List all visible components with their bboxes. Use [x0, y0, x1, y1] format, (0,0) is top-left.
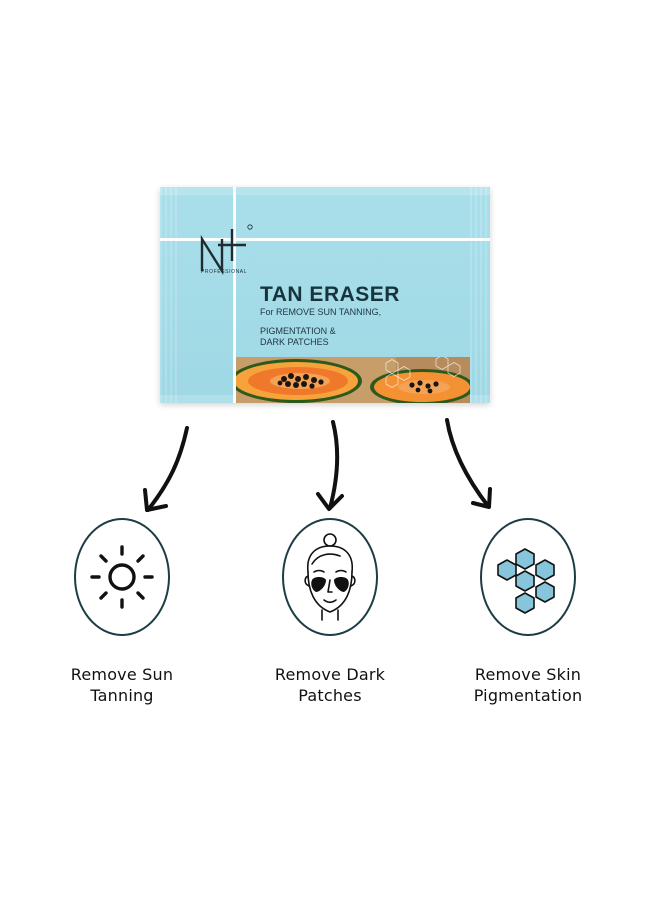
feature-sun-tanning: Remove Sun Tanning	[36, 518, 216, 718]
arrow-left	[146, 426, 189, 512]
arrow-left-head	[143, 488, 168, 512]
arrow-right-head	[471, 487, 492, 509]
arrow-right	[445, 418, 490, 508]
feature-label: Remove Dark Patches	[244, 664, 416, 706]
sachet-seal-top	[160, 187, 490, 195]
feature-skin-pigmentation: Remove Skin Pigmentation	[442, 518, 622, 718]
arrow-middle-head	[316, 492, 344, 511]
feature-label: Remove Sun Tanning	[36, 664, 208, 706]
feature-circle	[480, 518, 576, 636]
feature-dark-patches: Remove Dark Patches	[244, 518, 424, 718]
sachet-seal-right	[470, 187, 490, 403]
feature-circle	[282, 518, 378, 636]
product-subtitle-line-2: PIGMENTATION &	[260, 326, 336, 336]
sun-icon	[90, 545, 154, 609]
sachet-seal-left	[160, 187, 180, 403]
feature-label-line-1: Remove Sun	[70, 665, 174, 684]
papaya-image	[236, 357, 470, 403]
product-subtitle-2: PIGMENTATION & DARK PATCHES	[260, 326, 336, 348]
feature-label-line-2: Patches	[298, 686, 362, 705]
hexagon-cells-icon	[497, 548, 555, 614]
feature-label-line-1: Remove Skin	[474, 665, 582, 684]
product-subtitle-1: For REMOVE SUN TANNING,	[260, 307, 382, 317]
face-eye-patch-icon	[304, 533, 356, 621]
pointer-arrows	[143, 418, 492, 512]
product-title: TAN ERASER	[260, 283, 400, 306]
feature-label: Remove Skin Pigmentation	[442, 664, 614, 706]
brand-subtitle: PROFESSIONAL	[201, 269, 248, 275]
feature-label-line-2: Tanning	[90, 686, 154, 705]
feature-label-line-2: Pigmentation	[473, 686, 583, 705]
product-sachet: PROFESSIONAL TAN ERASER For REMOVE SUN T…	[160, 187, 490, 403]
brand-logo	[200, 224, 253, 276]
product-subtitle-line-3: DARK PATCHES	[260, 337, 329, 347]
sachet-line-horizontal	[160, 238, 490, 241]
feature-circle	[74, 518, 170, 636]
feature-label-line-1: Remove Dark	[274, 665, 386, 684]
arrow-middle	[328, 420, 340, 510]
sachet-line-vertical	[233, 187, 236, 403]
